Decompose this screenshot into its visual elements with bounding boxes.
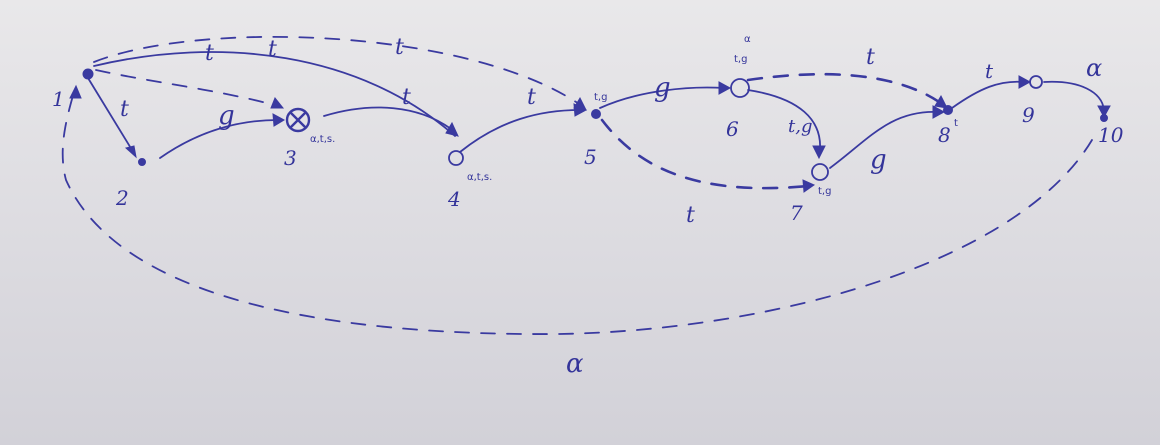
- edge-2-3-arrowhead: [272, 113, 286, 127]
- edge-6-8: [746, 72, 944, 106]
- edge-1-3: [95, 69, 279, 107]
- node-3-annotation: α,t,s.: [310, 134, 335, 145]
- node-5-annotation: t,g: [594, 92, 607, 103]
- node-9: [1029, 75, 1043, 89]
- node-1: [82, 68, 94, 80]
- node-5-label: 5: [584, 145, 597, 169]
- node-6-annotation: t,g: [734, 54, 747, 65]
- edge-1-2: [87, 77, 133, 151]
- node-2: [138, 158, 146, 166]
- node-2-label: 2: [115, 186, 129, 210]
- edge-5-6: [599, 86, 725, 109]
- edge-1-5-arrowhead: [573, 96, 587, 111]
- edge-1-3-arrowhead: [270, 97, 285, 109]
- edge-10-1-label: α: [566, 349, 584, 379]
- node-8: [943, 105, 953, 115]
- node-7: [811, 163, 829, 181]
- node-3: [285, 107, 311, 133]
- node-8-label: 8: [938, 123, 951, 147]
- edge-5-6-label: g: [654, 73, 671, 103]
- edge-5-7-arrowhead: [802, 179, 816, 193]
- edge-1-4-label: t: [268, 37, 277, 62]
- node-10: [1100, 114, 1108, 122]
- edge-extra-label: t: [205, 41, 214, 66]
- edge-2-3: [159, 119, 279, 159]
- edge-5-7-label: t: [686, 203, 695, 228]
- edge-2-3-label: g: [218, 101, 235, 131]
- edge-1-5: [93, 35, 583, 107]
- edge-7-8-arrowhead: [932, 105, 946, 119]
- edge-6-7-arrowhead: [812, 145, 826, 160]
- edge-8-9-arrowhead: [1018, 75, 1032, 89]
- node-4-annotation: α,t,s.: [467, 172, 492, 183]
- edge-10-1-arrowhead: [69, 84, 82, 99]
- edge-3-4: [323, 106, 456, 133]
- node-6-annotation-top: α: [744, 34, 751, 45]
- edge-1-2-label: t: [120, 97, 129, 122]
- node-10-label: 10: [1098, 123, 1124, 147]
- edge-7-8-label: g: [870, 145, 887, 175]
- edge-9-10: [1043, 80, 1105, 111]
- edge-6-7-label: t,g: [788, 116, 812, 137]
- node-5: [591, 109, 601, 119]
- node-7-annotation: t,g: [818, 186, 831, 197]
- edge-3-4-label: t: [402, 85, 411, 110]
- edge-8-9: [951, 80, 1025, 109]
- edge-1-5-label: t: [395, 35, 404, 60]
- edge-9-10-label: α: [1086, 54, 1102, 82]
- edge-7-8: [829, 111, 939, 169]
- edge-9-10-arrowhead: [1097, 105, 1111, 119]
- edge-10-1: [61, 91, 1093, 335]
- node-4-label: 4: [447, 187, 461, 211]
- edge-8-9-label: t: [985, 59, 994, 83]
- node-1-label: 1: [52, 87, 65, 111]
- edge-6-8-arrowhead: [934, 94, 948, 109]
- edge-4-5-label: t: [527, 85, 536, 110]
- node-4: [448, 150, 464, 166]
- node-9-label: 9: [1022, 103, 1035, 127]
- edge-1-4: [93, 51, 456, 137]
- node-6: [730, 78, 750, 98]
- edge-6-8-label: t: [866, 45, 875, 70]
- node-8-annotation: t: [954, 118, 958, 129]
- node-3-label: 3: [284, 146, 297, 170]
- edge-6-7: [747, 89, 821, 151]
- node-7-label: 7: [790, 201, 803, 225]
- node-6-label: 6: [726, 117, 739, 141]
- edge-5-7: [600, 118, 810, 190]
- edge-5-6-arrowhead: [718, 81, 732, 95]
- edge-1-2-arrowhead: [124, 145, 137, 159]
- edge-4-5: [459, 109, 581, 153]
